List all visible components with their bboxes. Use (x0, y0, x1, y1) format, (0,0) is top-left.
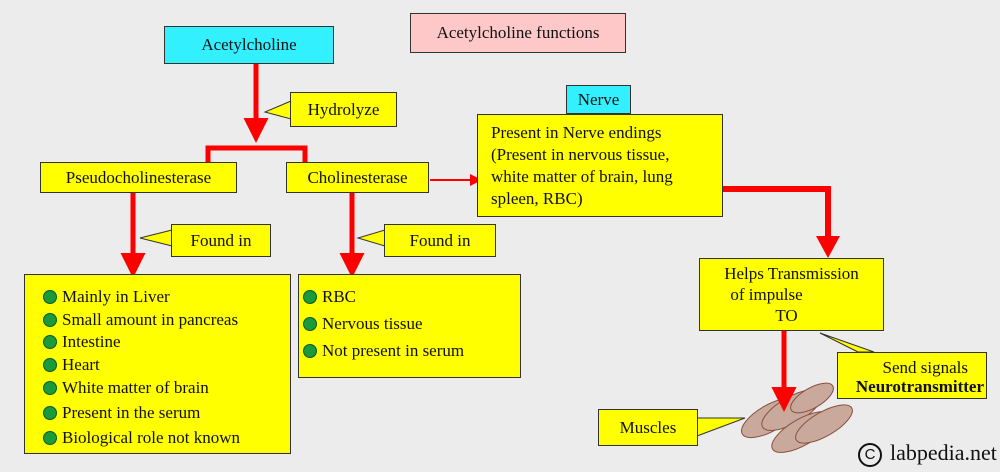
send-signals-line-1: Send signals (882, 358, 968, 377)
bullet-dot-icon (303, 316, 317, 331)
callout-pointer-found-right (356, 229, 386, 247)
list-item: Biological role not known (43, 425, 290, 450)
list-item: White matter of brain (43, 376, 290, 400)
found-in-left-callout: Found in (171, 224, 271, 257)
list-item: Present in the serum (43, 400, 290, 425)
muscles-label: Muscles (619, 418, 677, 437)
helps-transmission-box: Helps Transmission of impulse TO (699, 258, 884, 331)
diagram-title-text: Acetylcholine functions (436, 23, 600, 42)
bullet-dot-icon (43, 289, 57, 304)
helps-line-1: Helps Transmission (724, 264, 859, 283)
copyright-icon: C (858, 442, 882, 467)
found-in-right-label: Found in (409, 231, 471, 250)
pseudo-found-list: Mainly in Liver Small amount in pancreas… (43, 285, 290, 450)
list-item: Small amount in pancreas (43, 308, 290, 331)
acetylcholine-label: Acetylcholine (201, 35, 297, 54)
chol-found-list: RBC Nervous tissue Not present in serum (303, 283, 520, 364)
pseudo-found-list-box: Mainly in Liver Small amount in pancreas… (24, 274, 291, 454)
helps-line-2: of impulse (730, 285, 803, 304)
bullet-dot-icon (43, 335, 57, 349)
nerve-line-2: (Present in nervous tissue, (491, 145, 670, 164)
pseudocholinesterase-label: Pseudocholinesterase (65, 168, 212, 187)
callout-pointer-hydrolyze (263, 100, 292, 120)
nerve-line-3: white matter of brain, lung (491, 167, 673, 186)
hydrolyze-callout: Hydrolyze (290, 92, 397, 127)
watermark-text: labpedia.net (890, 440, 997, 465)
nerve-line-4: spleen, RBC) (491, 189, 583, 208)
bullet-dot-icon (43, 357, 57, 372)
bullet-dot-icon (303, 289, 317, 304)
send-signals-line-2: Neurotransmitter (855, 377, 984, 396)
split-bracket (205, 145, 308, 162)
cholinesterase-label: Cholinesterase (307, 168, 408, 187)
callout-pointer-muscles (696, 417, 746, 437)
arrow-nerve-to-helps (723, 186, 831, 238)
list-item: Intestine (43, 331, 290, 353)
bullet-dot-icon (303, 343, 317, 358)
muscle-fibers-image (741, 382, 853, 453)
cholinesterase-box: Cholinesterase (286, 162, 429, 193)
hydrolyze-label: Hydrolyze (307, 100, 380, 119)
list-item: Heart (43, 353, 290, 376)
bullet-dot-icon (43, 405, 57, 420)
nerve-line-1: Present in Nerve endings (491, 123, 662, 142)
bullet-dot-icon (43, 312, 57, 327)
list-item: Mainly in Liver (43, 285, 290, 308)
nerve-box: Nerve (566, 85, 631, 114)
list-item: Nervous tissue (303, 310, 520, 337)
nerve-label: Nerve (577, 90, 620, 109)
nerve-description-box: Present in Nerve endings (Present in ner… (477, 114, 723, 217)
diagram-title: Acetylcholine functions (410, 13, 626, 53)
callout-pointer-found-left (139, 229, 173, 247)
bullet-dot-icon (43, 430, 57, 445)
chol-found-list-box: RBC Nervous tissue Not present in serum (298, 274, 521, 378)
callout-pointer-send (819, 332, 875, 353)
found-in-left-label: Found in (190, 231, 252, 250)
list-item: Not present in serum (303, 337, 520, 364)
acetylcholine-box: Acetylcholine (164, 26, 334, 64)
send-signals-callout: Send signals Neurotransmitter (837, 352, 987, 399)
pseudocholinesterase-box: Pseudocholinesterase (40, 162, 237, 193)
helps-line-3: TO (775, 306, 798, 325)
bullet-dot-icon (43, 381, 57, 395)
arrowhead-helps (816, 236, 840, 258)
muscles-callout: Muscles (598, 409, 698, 446)
found-in-right-callout: Found in (384, 224, 496, 257)
list-item: RBC (303, 283, 520, 310)
